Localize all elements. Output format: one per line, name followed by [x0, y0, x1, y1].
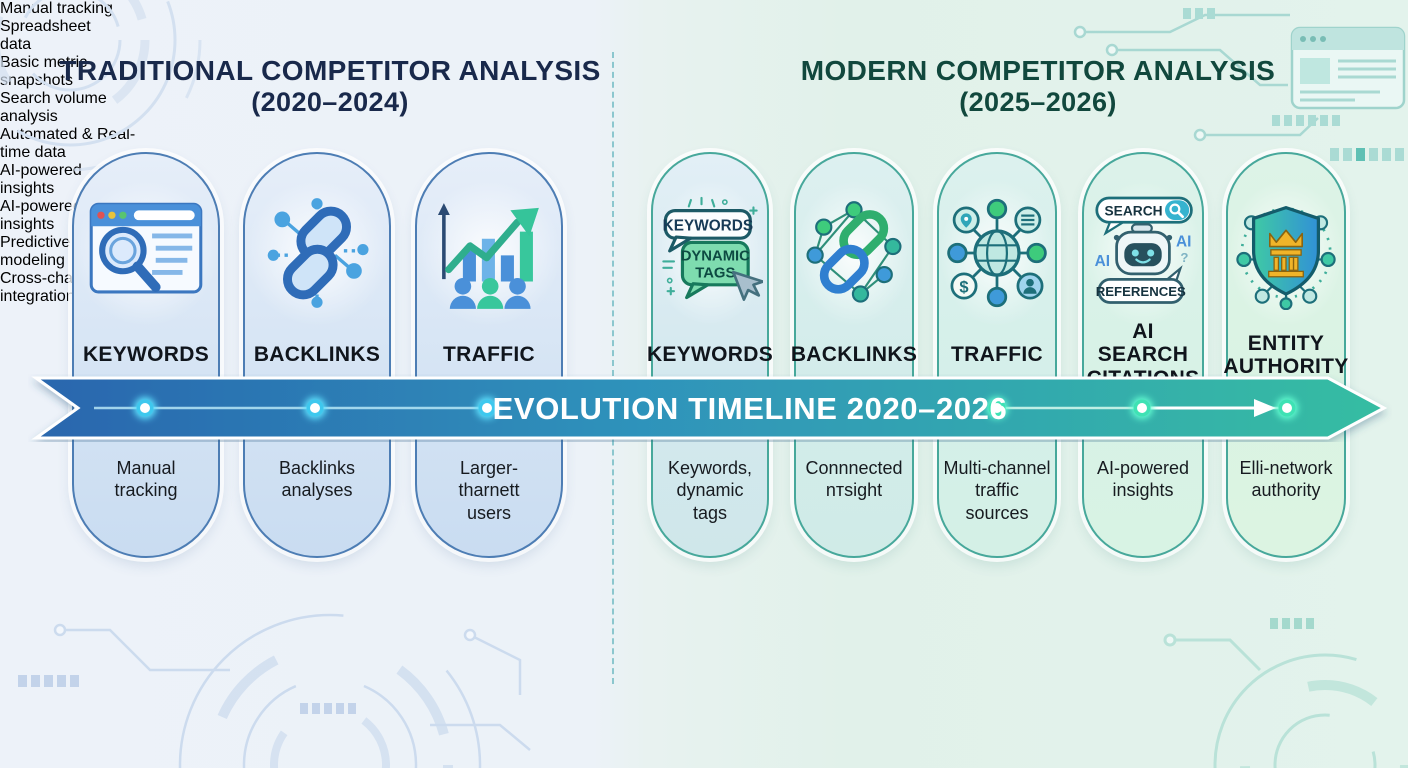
pill-label: BACKLINKS	[253, 343, 381, 367]
right-section-title: MODERN COMPETITOR ANALYSIS (2025–2026)	[788, 54, 1288, 119]
pill-description: AI-powered insights	[1096, 458, 1190, 501]
pill-traditional-traffic: TRAFFIC Larger- tharnett users	[415, 152, 563, 558]
bullet-item: Manual tracking	[0, 0, 175, 18]
hub-globe-channels-icon: $	[939, 180, 1055, 326]
left-section-title: TRADITIONAL COMPETITOR ANALYSIS (2020–20…	[40, 54, 620, 119]
pill-label: KEYWORDS	[646, 343, 774, 367]
left-title-years: (2020–2024)	[251, 87, 409, 118]
right-title-text: MODERN COMPETITOR ANALYSIS	[800, 55, 1276, 86]
keyword-tags-bubbles-icon: KEYWORDS DYNAMIC TAGS	[653, 180, 767, 326]
pill-description: Larger- tharnett users	[458, 458, 520, 523]
pill-modern-backlinks: BACKLINKS Connnected nтsight	[790, 152, 918, 558]
pill-description: Connnected nтsight	[805, 458, 903, 501]
chain-link-icon	[245, 180, 389, 326]
svg-text:REFERENCES: REFERENCES	[1096, 284, 1186, 299]
svg-text:?: ?	[1180, 250, 1188, 265]
growth-chart-users-icon	[417, 180, 561, 326]
connector-stem	[853, 554, 855, 590]
bullet-list-traditional-backlinks: Spreadsheet data	[0, 18, 118, 54]
svg-text:TAGS: TAGS	[695, 265, 735, 281]
timeline-title: EVOLUTION TIMELINE 2020–2026	[493, 391, 1008, 426]
pill-description: Multi-channel traffic sources	[943, 458, 1051, 523]
bullet-list-traditional-keywords: Manual tracking	[0, 0, 175, 18]
circuit-decoration-bottom-right	[1163, 618, 1408, 768]
connector-stem	[1142, 554, 1144, 590]
pill-description: Backlinks analyses	[278, 458, 356, 501]
ai-robot-search-icon: SEARCH AI AI ?	[1084, 180, 1202, 326]
pill-label: TRAFFIC	[951, 343, 1043, 367]
bullet-item: Spreadsheet data	[0, 18, 118, 54]
browser-wireframe-illustration	[1290, 26, 1406, 110]
right-title-years: (2025–2026)	[959, 87, 1117, 118]
section-divider	[612, 52, 614, 684]
timeline-arrow	[1142, 399, 1276, 417]
pill-label: TRAFFIC	[443, 343, 535, 367]
pill-description: Keywords, dynamic tags	[667, 458, 753, 523]
connector-stem	[145, 554, 147, 590]
pill-modern-keywords: KEYWORDS DYNAMIC TAGS KEYWORDS Keywords,…	[646, 152, 774, 558]
evolution-timeline-banner: EVOLUTION TIMELINE 2020–2026	[31, 376, 1388, 440]
pill-traditional-keywords: KEYWORDS Manual tracking	[72, 152, 220, 558]
svg-text:KEYWORDS: KEYWORDS	[663, 218, 753, 235]
svg-text:AI: AI	[1176, 233, 1191, 250]
connector-stem	[488, 554, 490, 590]
bullet-list-modern-traffic: AI-powered insights	[0, 198, 112, 234]
connector-stem	[1285, 554, 1287, 590]
svg-text:AI: AI	[1095, 253, 1110, 270]
left-title-text: TRADITIONAL COMPETITOR ANALYSIS	[59, 55, 601, 86]
svg-text:DYNAMIC: DYNAMIC	[681, 248, 750, 264]
pill-traditional-backlinks: BACKLINKS Backlinks analyses	[243, 152, 391, 558]
bullet-item: AI-powered insights	[0, 198, 112, 234]
connector-stem	[709, 554, 711, 590]
pill-description: Manual tracking	[114, 458, 178, 501]
timeline-milestone-dots	[134, 397, 1298, 419]
pill-modern-ai-search-citations: SEARCH AI AI ?	[1082, 152, 1204, 558]
bullet-list-modern-ai-citations: Predictive modeling	[0, 234, 112, 270]
pill-label: ENTITY AUTHORITY	[1223, 331, 1349, 378]
browser-search-icon	[74, 180, 218, 326]
svg-text:SEARCH: SEARCH	[1105, 204, 1163, 219]
pill-label: KEYWORDS	[82, 343, 210, 367]
circuit-decoration-bottom-left	[18, 613, 531, 768]
pill-modern-traffic: $ TRAFFIC Multi-channel traffic sources	[937, 152, 1057, 558]
timeline-ribbon	[31, 376, 1388, 440]
pill-modern-entity-authority: ENTITY AUTHORITY Elli-network authority	[1223, 152, 1349, 558]
pill-description: Elli-network authority	[1239, 458, 1333, 501]
pill-label: BACKLINKS	[790, 343, 918, 367]
shield-authority-icon	[1228, 180, 1344, 326]
connector-stem	[316, 554, 318, 590]
network-chain-icon	[796, 180, 912, 326]
svg-text:$: $	[959, 279, 968, 297]
bullet-item: Predictive modeling	[0, 234, 112, 270]
connector-stem	[996, 554, 998, 590]
